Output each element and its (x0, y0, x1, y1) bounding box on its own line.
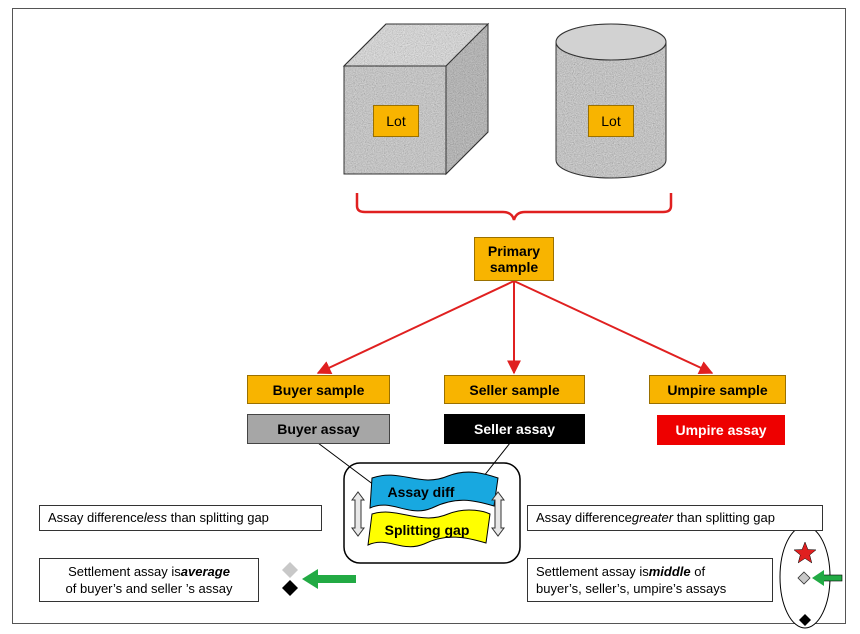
left-condition-prefix: Assay difference (48, 510, 144, 525)
lot-cylinder (555, 23, 667, 179)
grey-diamond-icon (282, 562, 298, 578)
double-arrow-left-icon (351, 491, 365, 537)
black-diamond-icon (282, 580, 298, 596)
primary-sample-line2: sample (489, 259, 539, 275)
middle-indicator (779, 525, 843, 629)
green-arrow-left-icon (302, 569, 356, 589)
lot-label-cube: Lot (373, 105, 419, 137)
lot-cube (342, 22, 490, 176)
double-arrow-right-icon (491, 491, 505, 537)
right-condition-prefix: Assay difference (536, 510, 632, 525)
buyer-sample-box: Buyer sample (247, 375, 390, 404)
left-condition-suffix: than splitting gap (167, 510, 269, 525)
seller-assay-box: Seller assay (444, 414, 585, 444)
arrow-to-umpire-sample (513, 280, 714, 375)
right-condition-suffix: than splitting gap (673, 510, 775, 525)
arrow-buyer-to-diff (317, 442, 379, 489)
right-result-suffix: of (690, 564, 706, 579)
splitting-gap-label: Splitting gap (385, 522, 470, 538)
left-result-line2: of buyer’s and seller ’s assay (65, 581, 233, 596)
left-condition-box: Assay differenceless than splitting gap (39, 505, 322, 531)
umpire-assay-box: Umpire assay (657, 415, 785, 445)
grey-diamond-icon (797, 571, 811, 585)
green-arrow-left-icon (812, 570, 843, 586)
primary-sample-line1: Primary (487, 243, 541, 259)
left-result-emph: average (180, 564, 230, 579)
right-result-emph: middle (648, 564, 691, 579)
lot-label-cylinder: Lot (588, 105, 634, 137)
red-star-icon (793, 541, 817, 564)
assay-diff-label: Assay diff (388, 484, 455, 500)
seller-sample-box: Seller sample (444, 375, 585, 404)
primary-sample-box: Primary sample (474, 237, 554, 281)
left-condition-emph: less (143, 510, 167, 525)
assay-diff-banner (369, 471, 499, 512)
buyer-assay-box: Buyer assay (247, 414, 390, 444)
right-result-box: Settlement assay ismiddle of buyer’s, se… (527, 558, 773, 602)
umpire-sample-box: Umpire sample (649, 375, 786, 404)
average-indicator (282, 562, 356, 596)
splitting-gap-banner (367, 509, 491, 548)
black-diamond-icon (799, 614, 811, 626)
right-condition-emph: greater (631, 510, 674, 525)
right-result-prefix: Settlement assay is (536, 564, 649, 579)
arrow-to-buyer-sample (316, 280, 515, 374)
left-result-prefix: Settlement assay is (68, 564, 181, 579)
right-result-line2: buyer’s, seller’s, umpire’s assays (536, 581, 727, 596)
left-result-box: Settlement assay isaverage of buyer’s an… (39, 558, 259, 602)
right-condition-box: Assay differencegreater than splitting g… (527, 505, 823, 531)
lot-brace (355, 193, 673, 221)
